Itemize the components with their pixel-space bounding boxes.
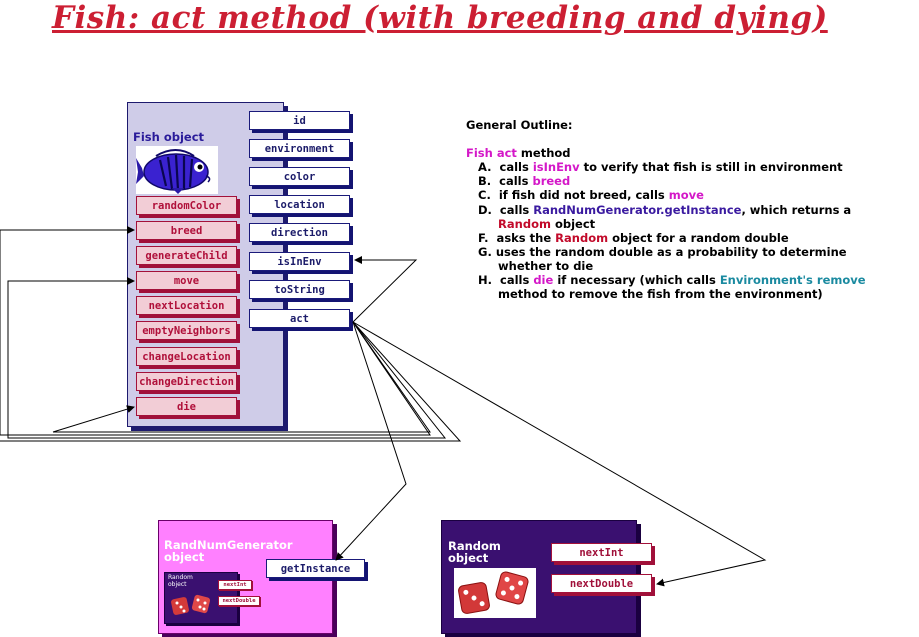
mini-method-nextInt: nextInt: [218, 580, 252, 590]
outline-d-method: RandNumGenerator.getInstance: [533, 202, 742, 217]
outline-b-method: breed: [532, 174, 571, 189]
method-nextInt: nextInt: [551, 543, 652, 562]
outline-h-text-2: if necessary (which calls: [553, 273, 720, 288]
method-environment: environment: [249, 139, 350, 158]
outline-h-env: Environment's remove: [719, 273, 866, 288]
outline-b-text: B. calls: [466, 174, 533, 189]
outline-f-text-2: object for a random double: [608, 230, 789, 245]
outline-g-text-2: whether to die: [466, 258, 594, 273]
outline-c-text: C. if fish did not breed, calls: [466, 188, 669, 203]
method-randomColor: randomColor: [136, 196, 237, 215]
method-act: act: [249, 309, 350, 328]
method-getInstance: getInstance: [266, 559, 365, 578]
method-isInEnv: isInEnv: [249, 252, 350, 271]
method-nextDouble: nextDouble: [551, 574, 652, 593]
mini-random-label-1: Random: [168, 574, 193, 581]
dice-icon: [454, 568, 536, 618]
method-generateChild: generateChild: [136, 246, 237, 265]
mini-method-nextDouble: nextDouble: [218, 596, 260, 606]
method-die: die: [136, 397, 237, 416]
outline-a-text: A. calls: [466, 160, 533, 175]
outline-d-text: D. calls: [466, 202, 534, 217]
method-changeDirection: changeDirection: [136, 372, 237, 391]
method-emptyNeighbors: emptyNeighbors: [136, 321, 237, 340]
random-object-label-line1: Random: [448, 539, 501, 553]
outline-a-method: isInEnv: [532, 160, 580, 175]
method-color: color: [249, 167, 350, 186]
outline-f-text: F. asks the: [466, 230, 556, 245]
outline-f-random: Random: [555, 230, 609, 245]
fish-icon: [136, 146, 218, 194]
method-direction: direction: [249, 223, 350, 242]
randnumgenerator-label-line2: object: [164, 550, 205, 564]
outline-h-text-3: method to remove the fish from the envir…: [466, 287, 823, 302]
mini-random-label-2: object: [168, 580, 187, 588]
method-nextLocation: nextLocation: [136, 296, 237, 315]
fish-object-label: Fish object: [133, 130, 205, 144]
outline-heading: General Outline:: [466, 118, 573, 132]
outline-d-text-2: , which returns a: [741, 202, 852, 217]
method-changeLocation: changeLocation: [136, 347, 237, 366]
outline-c-method: move: [668, 188, 704, 203]
method-toString: toString: [249, 280, 350, 299]
outline-h-text: H. calls: [466, 273, 534, 288]
random-object-label-line2: object: [448, 551, 489, 565]
outline-a-text-2: to verify that fish is still in environm…: [579, 160, 843, 175]
general-outline: General Outline: Fish act method A. call…: [466, 118, 866, 301]
mini-dice-icon: [171, 594, 211, 615]
method-location: location: [249, 195, 350, 214]
outline-d-text-4: object: [550, 216, 596, 231]
randnumgenerator-label-line1: RandNumGenerator: [164, 538, 293, 552]
page-title: Fish: act method (with breeding and dyin…: [52, 0, 828, 36]
method-move: move: [136, 271, 237, 290]
outline-intro-method: Fish act: [466, 146, 517, 161]
method-id: id: [249, 111, 350, 130]
outline-d-random: Random: [498, 216, 551, 231]
outline-intro-rest: method: [516, 146, 571, 161]
outline-g-text: G. uses the random double as a probabili…: [466, 244, 847, 259]
method-breed: breed: [136, 221, 237, 240]
outline-h-method: die: [533, 273, 554, 288]
